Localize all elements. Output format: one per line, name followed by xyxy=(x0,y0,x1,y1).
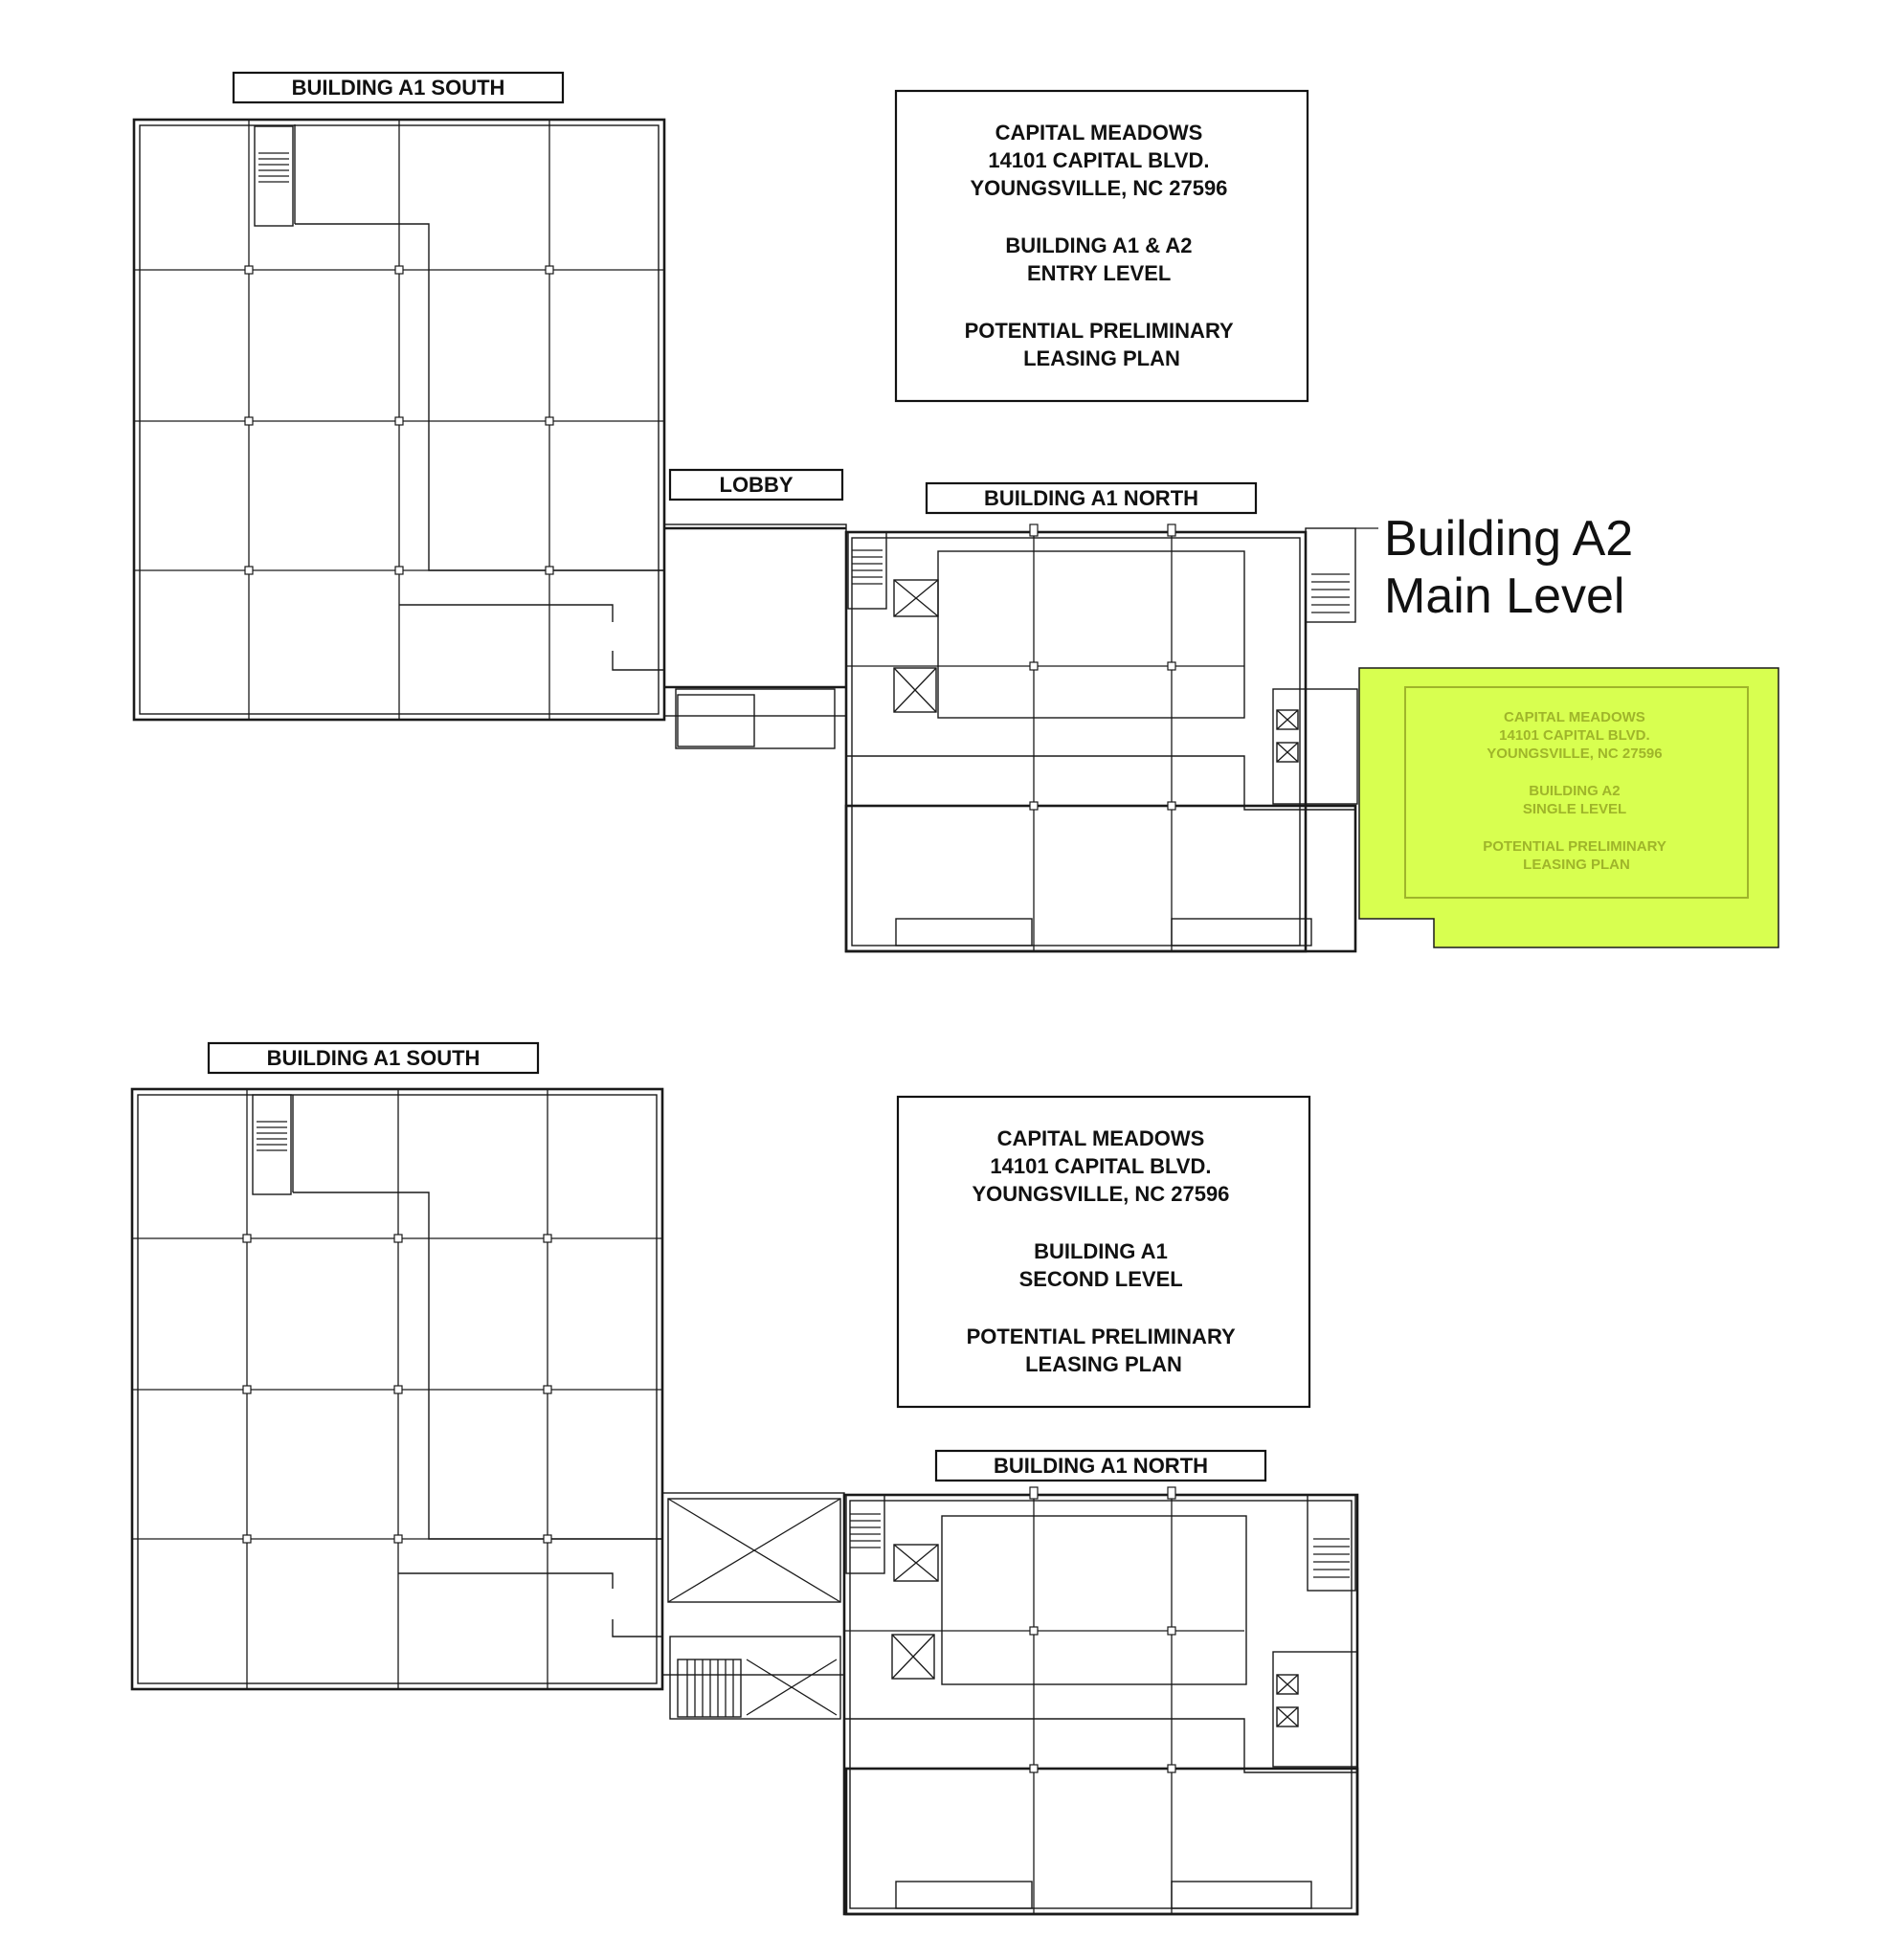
callout-line-1: Building A2 xyxy=(1384,511,1633,567)
bottom-south-building xyxy=(130,1087,664,1691)
top-info-line: ENTRY LEVEL xyxy=(1027,261,1171,285)
bottom-info-line: BUILDING A1 xyxy=(1034,1239,1168,1263)
bottom-label-north: BUILDING A1 NORTH xyxy=(934,1449,1267,1482)
bottom-plan: BUILDING A1 SOUTH BUILDING A1 NORTH CAPI… xyxy=(130,1041,1359,1916)
building-a2-callout: Building A2 Main Level xyxy=(1355,511,1633,624)
a2-info-line: BUILDING A2 xyxy=(1529,783,1620,799)
top-label-north-text: BUILDING A1 NORTH xyxy=(984,486,1198,510)
callout-line-2: Main Level xyxy=(1384,568,1624,624)
top-info-line: LEASING PLAN xyxy=(1023,346,1180,370)
top-north-building xyxy=(844,523,1358,953)
top-label-lobby: LOBBY xyxy=(668,468,844,501)
top-info-line: POTENTIAL PRELIMINARY xyxy=(965,319,1234,343)
bottom-info-line: CAPITAL MEADOWS xyxy=(997,1126,1205,1150)
top-south-building xyxy=(132,118,666,722)
top-info-line: CAPITAL MEADOWS xyxy=(995,121,1203,145)
bottom-connector xyxy=(661,1492,845,1720)
bottom-info-line: YOUNGSVILLE, NC 27596 xyxy=(972,1182,1229,1206)
top-info-line: YOUNGSVILLE, NC 27596 xyxy=(970,176,1227,200)
a2-info-line: POTENTIAL PRELIMINARY xyxy=(1483,838,1666,855)
top-label-south-text: BUILDING A1 SOUTH xyxy=(292,76,505,100)
a2-info-text: CAPITAL MEADOWS 14101 CAPITAL BLVD. YOUN… xyxy=(1483,709,1670,873)
building-a2-highlight: CAPITAL MEADOWS 14101 CAPITAL BLVD. YOUN… xyxy=(1358,667,1779,948)
top-plan: CAPITAL MEADOWS 14101 CAPITAL BLVD. YOUN… xyxy=(132,71,1779,953)
top-lobby-area xyxy=(663,523,847,749)
bottom-label-north-text: BUILDING A1 NORTH xyxy=(994,1454,1208,1478)
bottom-label-south-text: BUILDING A1 SOUTH xyxy=(267,1046,481,1070)
top-info-box: CAPITAL MEADOWS 14101 CAPITAL BLVD. YOUN… xyxy=(894,89,1309,403)
bottom-info-line: LEASING PLAN xyxy=(1025,1352,1182,1376)
top-info-line: BUILDING A1 & A2 xyxy=(1005,234,1192,257)
a2-info-line: SINGLE LEVEL xyxy=(1523,801,1626,817)
a2-info-line: 14101 CAPITAL BLVD. xyxy=(1499,727,1650,744)
bottom-info-line: 14101 CAPITAL BLVD. xyxy=(990,1154,1211,1178)
bottom-info-line: POTENTIAL PRELIMINARY xyxy=(967,1325,1236,1348)
bottom-info-line: SECOND LEVEL xyxy=(1019,1267,1183,1291)
a2-info-line: YOUNGSVILLE, NC 27596 xyxy=(1487,746,1662,762)
bottom-info-box: CAPITAL MEADOWS 14101 CAPITAL BLVD. YOUN… xyxy=(896,1095,1311,1409)
bottom-info-text: CAPITAL MEADOWS 14101 CAPITAL BLVD. YOUN… xyxy=(967,1126,1241,1376)
top-label-south: BUILDING A1 SOUTH xyxy=(232,71,565,104)
top-info-line: 14101 CAPITAL BLVD. xyxy=(988,148,1209,172)
bottom-north-building xyxy=(842,1486,1359,1916)
top-info-text: CAPITAL MEADOWS 14101 CAPITAL BLVD. YOUN… xyxy=(965,121,1240,370)
top-label-north: BUILDING A1 NORTH xyxy=(925,481,1258,515)
top-label-lobby-text: LOBBY xyxy=(720,473,794,497)
a2-info-line: LEASING PLAN xyxy=(1523,857,1630,873)
bottom-label-south: BUILDING A1 SOUTH xyxy=(207,1041,540,1075)
a2-info-line: CAPITAL MEADOWS xyxy=(1504,709,1645,725)
top-south-stair xyxy=(258,152,289,183)
